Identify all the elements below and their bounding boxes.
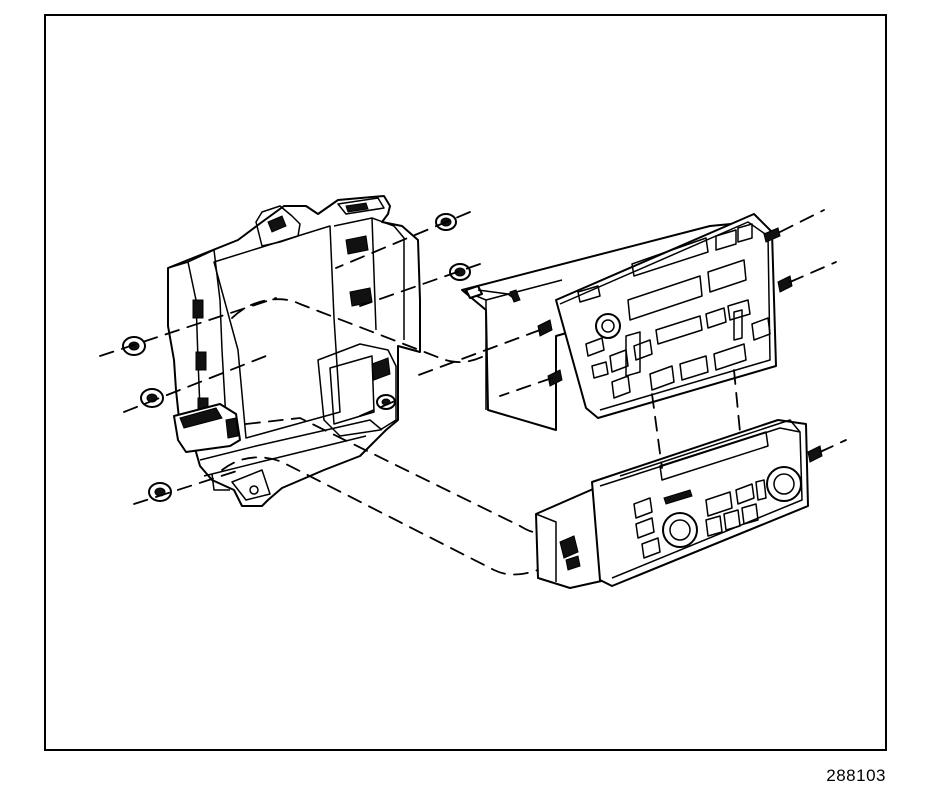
nut-icon [435,213,457,231]
climate-control-head [535,419,823,589]
mounting-bracket [167,195,421,507]
alignment-lines [99,209,847,576]
nut-icon [140,388,164,408]
nut-icon [148,482,172,502]
nut-group [122,213,471,502]
nut-icon [376,394,396,410]
nut-icon [449,263,471,281]
figure-number: 288103 [826,766,886,785]
radio-receiver [461,213,793,431]
nut-icon [122,336,146,356]
